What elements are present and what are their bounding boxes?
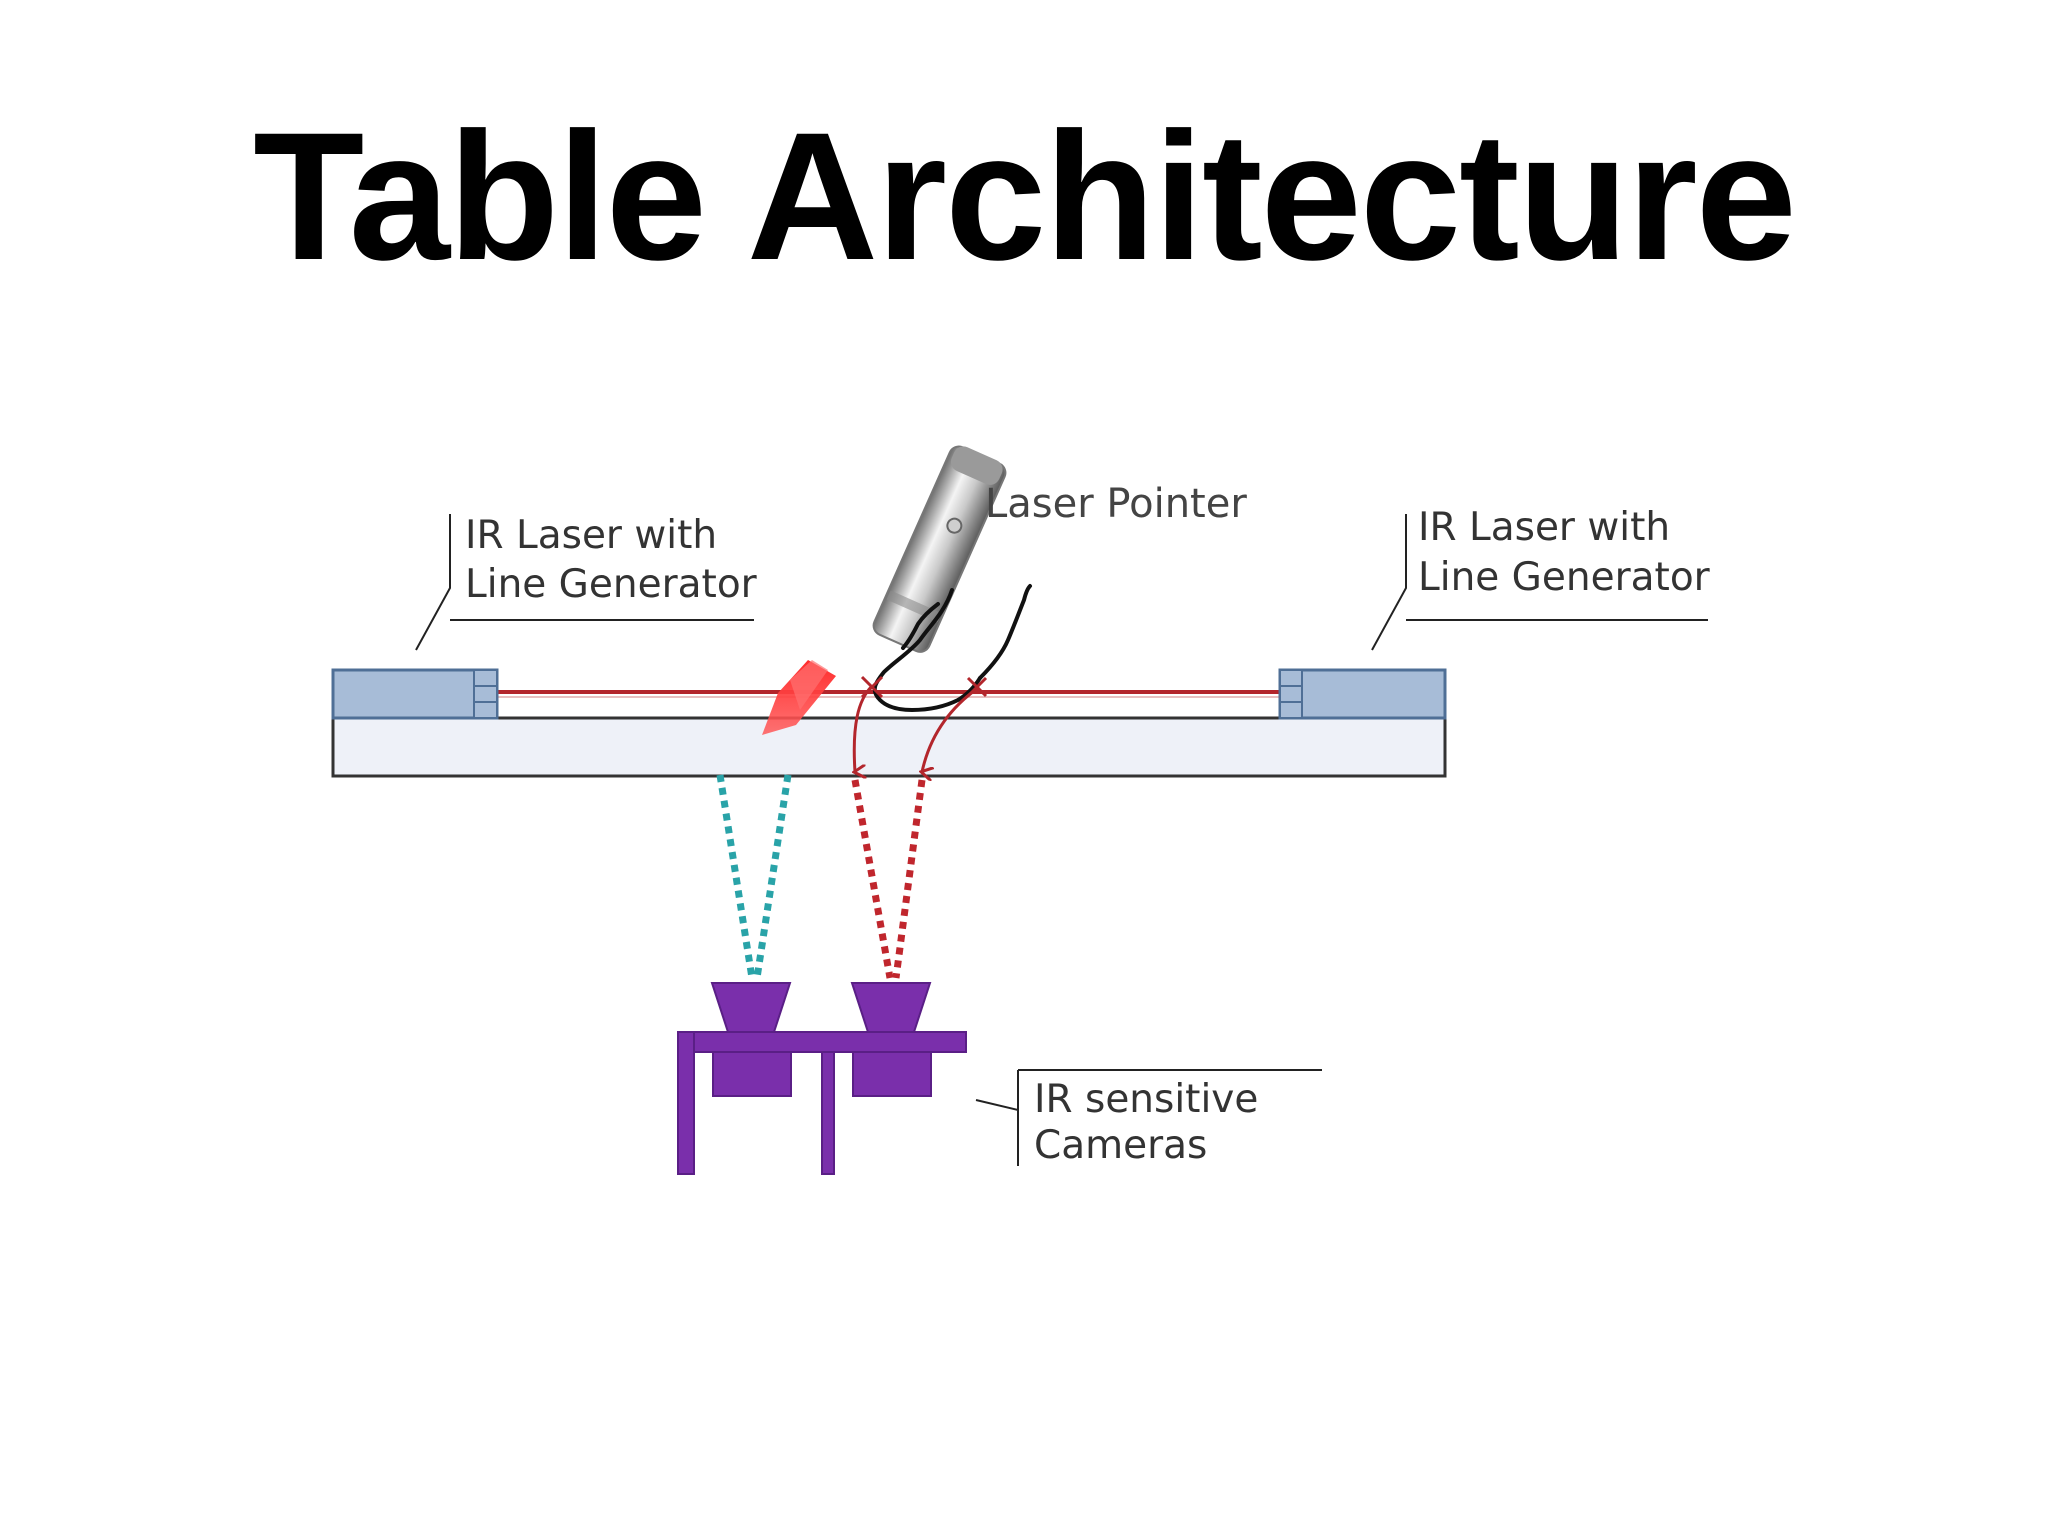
slide-title: Table Architecture — [253, 94, 1797, 298]
laser-right-label-line2: Line Generator — [1418, 555, 1711, 600]
cameras-label-line1: IR sensitive — [1034, 1077, 1258, 1122]
reflection-arrows — [854, 675, 988, 772]
camera-rig — [677, 1031, 967, 1175]
ir-laser-left — [331, 668, 499, 720]
finger-sketch-icon — [872, 584, 1032, 712]
laser-pointer-label: Laser Pointer — [985, 481, 1247, 527]
laser-right-label-line1: IR Laser with — [1418, 505, 1670, 550]
ir-laser-right — [1278, 668, 1447, 720]
table-surface — [331, 716, 1447, 778]
camera-view-red — [851, 779, 926, 979]
callout-lines — [415, 514, 1708, 1166]
camera-view-cyan — [716, 774, 792, 979]
cameras-label-line2: Cameras — [1034, 1123, 1207, 1168]
camera-icon — [710, 982, 792, 1097]
laser-pointer-icon — [762, 445, 1007, 735]
camera-icon — [850, 982, 932, 1097]
laser-left-label-line2: Line Generator — [465, 562, 758, 607]
laser-left-label-line1: IR Laser with — [465, 513, 717, 558]
